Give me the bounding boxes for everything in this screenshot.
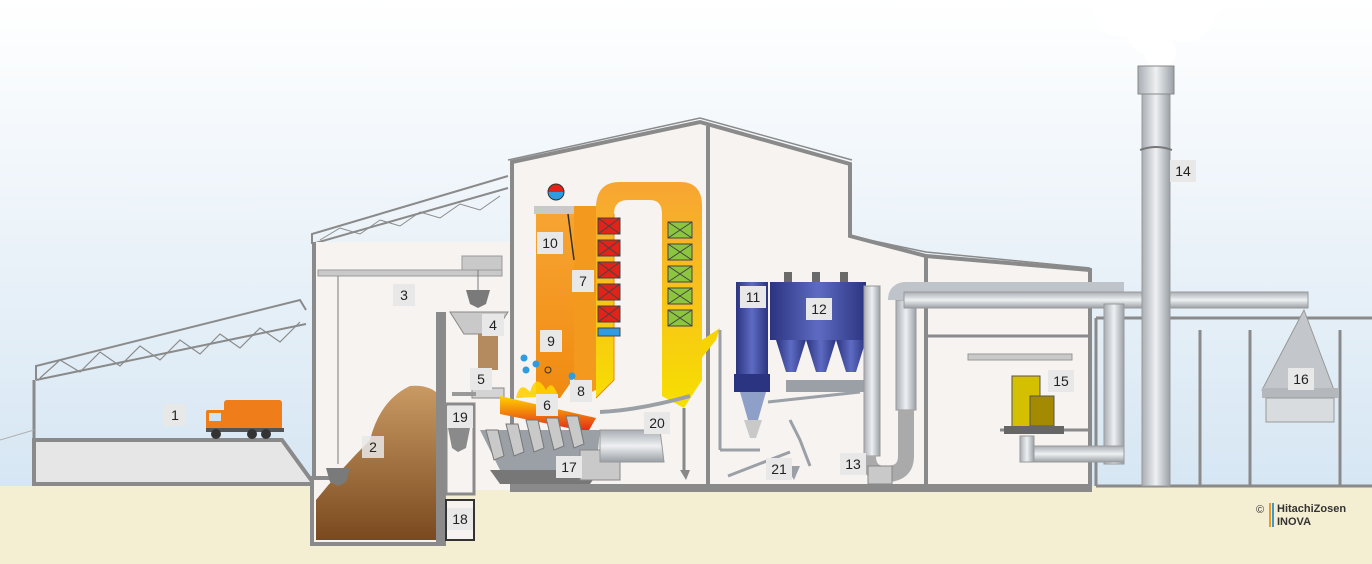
svg-text:21: 21	[771, 461, 787, 477]
svg-text:16: 16	[1293, 371, 1309, 387]
label-17: 17	[556, 456, 582, 478]
chimney	[1137, 65, 1175, 487]
svg-text:9: 9	[547, 333, 555, 349]
induced-draft-fan	[860, 282, 1124, 485]
ground	[0, 486, 1372, 564]
label-18: 18	[447, 508, 473, 530]
label-16: 16	[1288, 368, 1314, 390]
label-15: 15	[1048, 370, 1074, 392]
svg-text:17: 17	[561, 459, 577, 475]
waste-pile	[316, 385, 440, 540]
svg-text:1: 1	[171, 407, 179, 423]
svg-text:©: ©	[1256, 504, 1264, 516]
bag-filter	[727, 272, 866, 480]
flue-duct	[599, 394, 691, 414]
svg-text:11: 11	[746, 289, 761, 305]
label-11: 11	[740, 286, 766, 308]
callout-labels: 1 2 3 4 5 6 7 8 9 10 11 12 13 14 15 16 1…	[164, 160, 1314, 530]
label-1: 1	[164, 404, 186, 426]
label-14: 14	[1170, 160, 1196, 182]
air-cooled-condenser	[1261, 308, 1338, 423]
secondary-air-icon	[520, 354, 578, 392]
svg-text:15: 15	[1053, 373, 1069, 389]
crane-grab-icon	[326, 290, 490, 486]
copyright-logo: © HitachiZosen INOVA	[1256, 503, 1346, 528]
superheater-bundles	[597, 217, 621, 337]
smoke-cloud	[1092, 0, 1229, 68]
svg-text:19: 19	[452, 409, 468, 425]
label-21: 21	[766, 458, 792, 480]
svg-text:2: 2	[369, 439, 377, 455]
turbine-generator-icon	[967, 353, 1073, 434]
economiser-bundles	[667, 221, 693, 327]
label-4: 4	[482, 314, 504, 336]
label-3: 3	[393, 284, 415, 306]
svg-text:4: 4	[489, 317, 497, 333]
svg-text:INOVA: INOVA	[1277, 516, 1311, 528]
svg-text:20: 20	[649, 415, 665, 431]
ash-grab-icon	[448, 428, 470, 452]
steam-drum-icon	[547, 183, 565, 201]
garbage-truck-icon	[206, 400, 284, 439]
svg-text:HitachiZosen: HitachiZosen	[1277, 503, 1346, 515]
label-6: 6	[536, 394, 558, 416]
label-2: 2	[362, 436, 384, 458]
svg-text:12: 12	[811, 301, 827, 317]
svg-text:18: 18	[452, 511, 468, 527]
svg-text:7: 7	[579, 273, 587, 289]
label-7: 7	[572, 270, 594, 292]
label-10: 10	[537, 232, 563, 254]
label-5: 5	[470, 368, 492, 390]
svg-text:14: 14	[1175, 163, 1191, 179]
svg-text:3: 3	[400, 287, 408, 303]
bunker-wall	[436, 312, 446, 544]
svg-text:8: 8	[577, 383, 585, 399]
delivery-hall-roof	[35, 298, 307, 381]
label-20: 20	[644, 412, 670, 434]
svg-text:6: 6	[543, 397, 551, 413]
label-13: 13	[840, 453, 866, 475]
main-roof-truss	[507, 117, 1091, 269]
svg-text:10: 10	[542, 235, 558, 251]
svg-text:13: 13	[845, 456, 861, 472]
crane-rail	[317, 269, 503, 277]
label-19: 19	[447, 406, 473, 428]
label-9: 9	[540, 330, 562, 352]
svg-text:5: 5	[477, 371, 485, 387]
label-12: 12	[806, 298, 832, 320]
bunker-roof	[311, 175, 509, 245]
delivery-floor	[32, 438, 318, 486]
label-8: 8	[570, 380, 592, 402]
